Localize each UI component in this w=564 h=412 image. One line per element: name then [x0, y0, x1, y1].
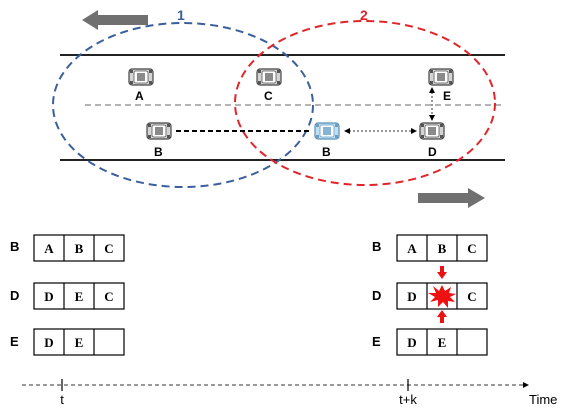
collision-burst-icon [428, 285, 456, 308]
table-tk-cell: A [407, 241, 417, 256]
table-tk-row [396, 234, 488, 262]
left-direction-arrow [82, 10, 148, 30]
collision-arrow-up-icon [437, 310, 447, 323]
vehicle-a: A [128, 68, 154, 103]
table-t-row [33, 234, 125, 262]
vehicle-b-old-label: B [154, 145, 163, 159]
vehicle-e-label: E [443, 89, 451, 103]
vehicle-c-label: C [264, 89, 273, 103]
timeline-t-label: t [60, 392, 64, 407]
vehicle-a-label: A [135, 89, 144, 103]
tables-at-tk: B A B C D D C E D E [372, 234, 488, 356]
table-tk-row-label: E [372, 334, 381, 349]
vehicle-b-new-label: B [322, 145, 331, 159]
vehicle-d-label: D [428, 145, 437, 159]
zone-2-label: 2 [360, 7, 368, 23]
table-t-row-label: D [10, 288, 19, 303]
table-t-cell: E [75, 335, 84, 350]
table-tk-cell: D [407, 289, 416, 304]
table-t-cell: D [44, 335, 53, 350]
table-tk-cell: E [438, 335, 447, 350]
zone-1-ellipse [52, 22, 314, 188]
table-tk-row [396, 328, 488, 356]
zone-2-ellipse [234, 20, 496, 186]
vehicle-b-old: B [146, 122, 172, 159]
table-t-cell: A [44, 241, 54, 256]
vehicle-b-new: B [314, 122, 340, 159]
table-t-row [33, 282, 125, 310]
zone-1-label: 1 [177, 7, 185, 23]
table-tk-cell: C [467, 289, 476, 304]
table-t-cell: B [75, 241, 84, 256]
table-tk-row-label: B [372, 239, 381, 254]
table-t-cell: D [44, 289, 53, 304]
table-tk-cell: D [407, 335, 416, 350]
table-tk-cell: B [438, 241, 447, 256]
vehicle-c: C [256, 68, 282, 103]
timeline-axis-label: Time [529, 392, 557, 407]
table-tk-cell: C [467, 241, 476, 256]
collision-arrow-down-icon [437, 266, 447, 279]
right-direction-arrow [418, 188, 485, 208]
tables-at-t: B A B C D D E C E D E [10, 234, 125, 356]
vehicle-e: E [428, 68, 454, 103]
table-t-cell: C [104, 289, 113, 304]
table-t-row-label: E [10, 334, 19, 349]
table-t-cell: E [75, 289, 84, 304]
vehicle-d: D [419, 122, 445, 159]
table-tk-row-label: D [372, 288, 381, 303]
table-t-row-label: B [10, 239, 19, 254]
timeline-tk-label: t+k [399, 392, 417, 407]
table-t-row [33, 328, 125, 356]
table-t-cell: C [104, 241, 113, 256]
